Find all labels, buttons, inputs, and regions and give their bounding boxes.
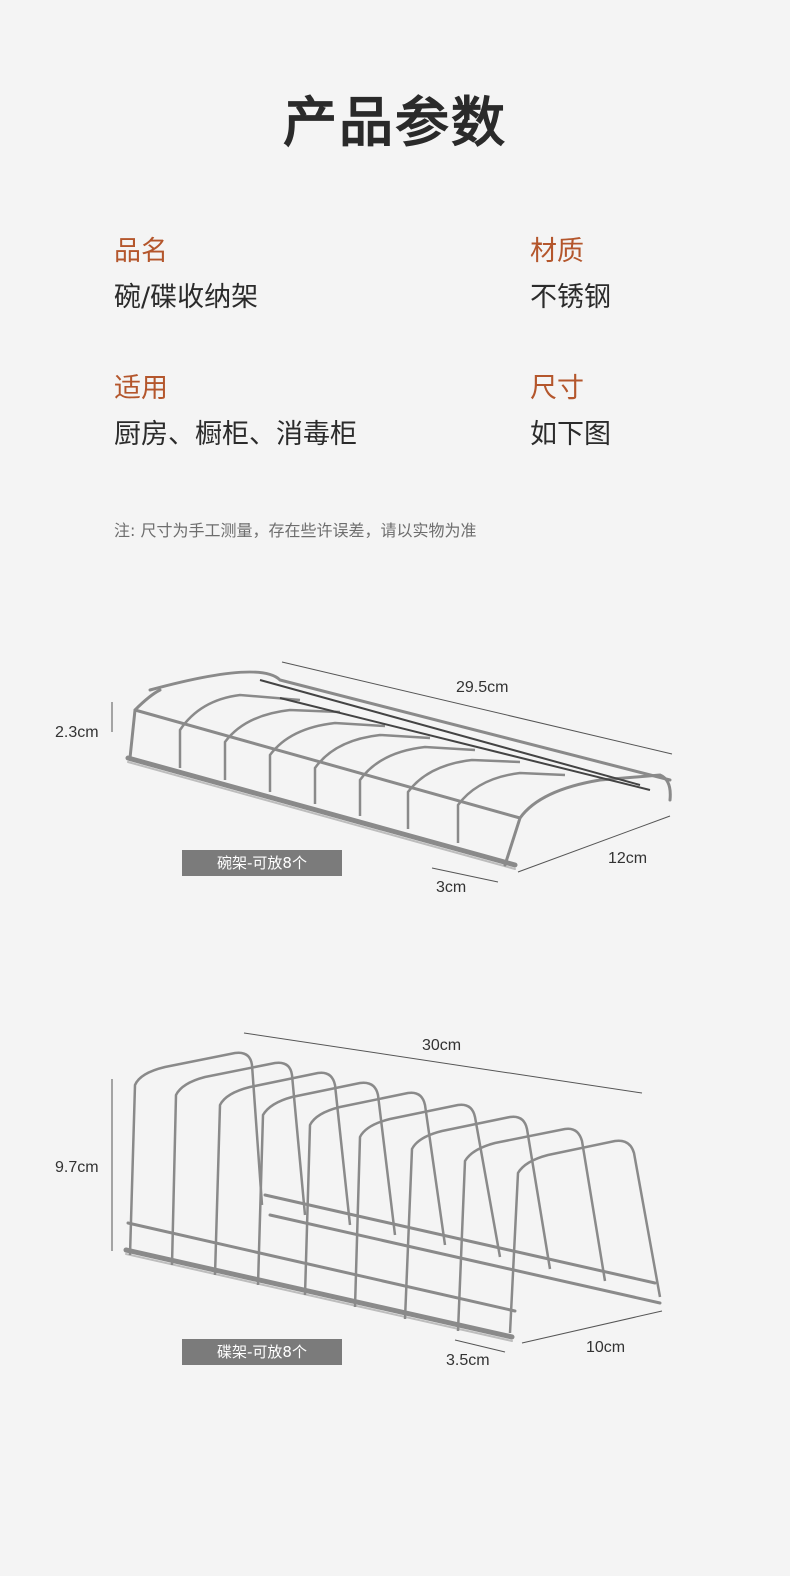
plate-rack-front-rail — [123, 1247, 515, 1340]
spec-material: 材质 不锈钢 — [530, 235, 611, 315]
plate-rack-illustration: 30cm 9.7cm 10cm 3.5cm — [55, 1032, 663, 1369]
spec-usage-value: 厨房、橱柜、消毒柜 — [114, 419, 357, 450]
spec-material-label: 材质 — [530, 236, 584, 267]
bowl-rack-diagram: 29.5cm 2.3cm 12cm 3cm 碗架-可放8个 — [0, 640, 790, 910]
plate-spacing-line — [454, 1339, 506, 1353]
plate-rack-dividers — [128, 1051, 662, 1334]
spec-name-label: 品名 — [114, 236, 168, 267]
bowl-depth-label: 12cm — [608, 850, 647, 867]
bowl-depth-line — [517, 815, 671, 873]
spec-usage: 适用 厨房、橱柜、消毒柜 — [114, 372, 357, 452]
bowl-rack-front-rail — [125, 755, 518, 868]
spec-usage-label: 适用 — [114, 373, 168, 404]
plate-length-line — [243, 1032, 643, 1094]
measurement-note: 注: 尺寸为手工测量，存在些许误差，请以实物为准 — [114, 521, 477, 540]
bowl-height-label: 2.3cm — [55, 724, 99, 741]
bowl-rack-caption: 碗架-可放8个 — [182, 850, 342, 876]
spec-name: 品名 碗/碟收纳架 — [114, 235, 258, 315]
bowl-spacing-line — [431, 867, 499, 883]
bowl-rack-illustration: 29.5cm 2.3cm 12cm 3cm — [55, 661, 673, 896]
plate-length-label: 30cm — [422, 1037, 461, 1054]
plate-depth-label: 10cm — [586, 1339, 625, 1356]
bowl-length-label: 29.5cm — [456, 679, 508, 696]
spec-material-value: 不锈钢 — [530, 282, 611, 313]
plate-rack-caption: 碟架-可放8个 — [182, 1339, 342, 1365]
bowl-rack-back-rail — [148, 670, 672, 782]
page-title: 产品参数 — [283, 91, 507, 154]
bowl-length-line — [281, 661, 673, 755]
plate-rack-back-rail — [263, 1193, 657, 1285]
bowl-rack-top-frame — [133, 708, 522, 820]
spec-size-value: 如下图 — [530, 419, 611, 450]
plate-rack-diagram: 30cm 9.7cm 10cm 3.5cm 碟架-可放8个 — [0, 1015, 790, 1375]
spec-size: 尺寸 如下图 — [530, 372, 611, 452]
spec-name-value: 碗/碟收纳架 — [114, 282, 259, 313]
bowl-spacing-label: 3cm — [436, 879, 466, 896]
bowl-rack-dividers — [178, 693, 566, 843]
plate-height-label: 9.7cm — [55, 1159, 99, 1176]
plate-rack-mid-rail — [126, 1221, 517, 1313]
plate-spacing-label: 3.5cm — [446, 1352, 490, 1369]
spec-size-label: 尺寸 — [530, 373, 584, 404]
bowl-rack-cross-wires — [259, 679, 651, 791]
plate-depth-line — [521, 1310, 663, 1344]
